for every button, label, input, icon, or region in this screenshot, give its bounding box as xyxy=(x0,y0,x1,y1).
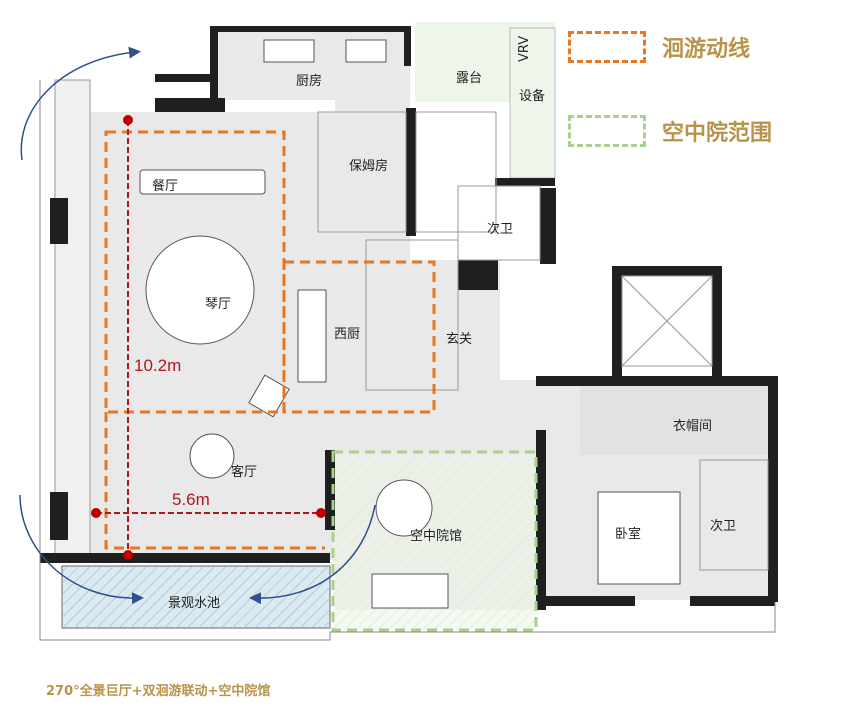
outer-outline xyxy=(39,80,776,641)
kitchen-label: 厨房 xyxy=(296,73,322,89)
legend-route: 洄游动线 xyxy=(568,31,750,63)
court-swatch xyxy=(568,115,646,147)
sky-courtyard-label: 空中院馆 xyxy=(410,529,462,544)
cloakroom-label: 衣帽间 xyxy=(673,418,712,434)
view-arrow xyxy=(249,504,376,605)
dimension-point xyxy=(91,508,101,518)
length-dimension-label: 10.2m xyxy=(134,356,181,375)
landscape-pool-label: 景观水池 xyxy=(168,596,220,611)
route-legend-label: 洄游动线 xyxy=(662,37,751,62)
route-swatch xyxy=(568,31,646,63)
dimension-point xyxy=(123,550,133,560)
equipment-floor xyxy=(509,27,556,179)
cloakroom-floor xyxy=(580,385,775,455)
view-arrow xyxy=(20,46,141,161)
secondary-bath-right-label: 次卫 xyxy=(710,518,736,534)
western-kitchen-label: 西厨 xyxy=(334,327,360,342)
secondary-bath-top-label: 次卫 xyxy=(487,221,513,237)
landscape-pool-hatch xyxy=(62,566,330,628)
dimension-point xyxy=(316,508,326,518)
circulation-route-inner xyxy=(282,260,436,414)
vrv-label: VRV xyxy=(517,36,532,62)
dimension-point xyxy=(123,115,133,125)
piano-room-label: 琴厅 xyxy=(205,297,231,312)
view-arrow xyxy=(19,494,144,605)
walls xyxy=(40,26,778,610)
living-room-label: 客厅 xyxy=(231,464,257,480)
left-balcony xyxy=(54,79,91,561)
width-dimension-label: 5.6m xyxy=(172,490,210,509)
equipment-label: 设备 xyxy=(519,88,545,104)
terrace-label: 露台 xyxy=(456,71,482,86)
fixtures xyxy=(139,39,681,609)
courtyard-boundary xyxy=(331,450,538,632)
partitions xyxy=(317,111,769,571)
bedroom-label: 卧室 xyxy=(615,526,641,542)
dining-label: 餐厅 xyxy=(152,178,178,194)
nanny-room-label: 保姆房 xyxy=(349,158,388,174)
kitchen-floor xyxy=(218,28,410,100)
court-legend-label: 空中院范围 xyxy=(662,121,773,146)
foyer-label: 玄关 xyxy=(446,332,472,347)
legend-court: 空中院范围 xyxy=(568,115,772,147)
plan-caption: 270°全景巨厅+双洄游联动+空中院馆 xyxy=(46,684,271,699)
